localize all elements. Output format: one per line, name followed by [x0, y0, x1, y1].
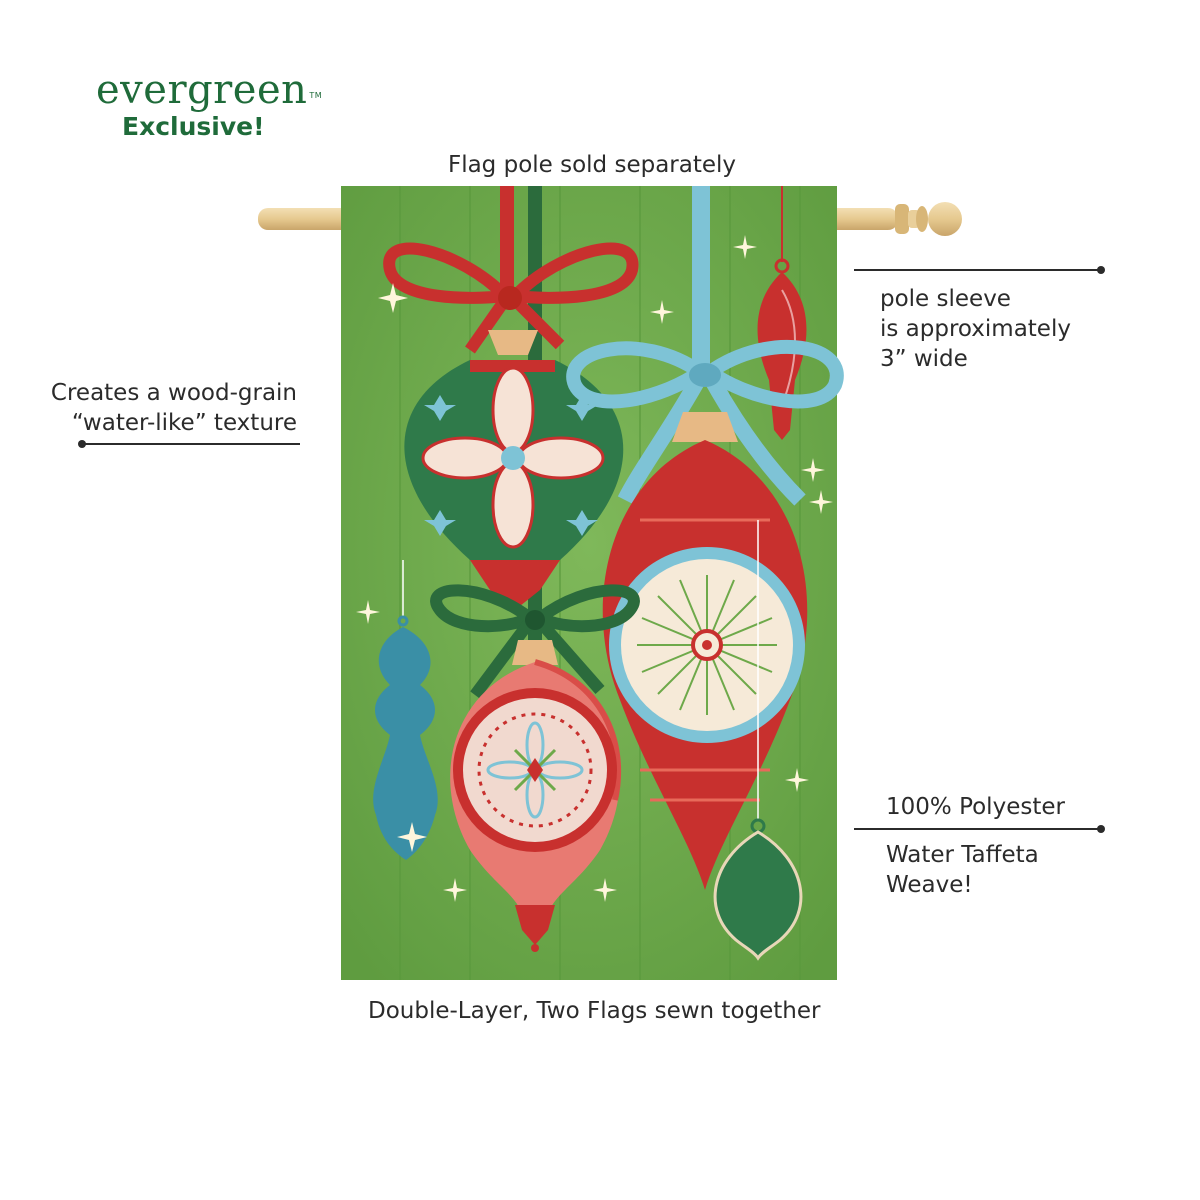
pink-ornament	[450, 640, 622, 952]
pole-note: Flag pole sold separately	[447, 152, 737, 178]
texture-note-line1: Creates a wood-grain	[50, 380, 297, 406]
texture-note-line2: “water-like” texture	[71, 410, 297, 436]
double-layer-note: Double-Layer, Two Flags sewn together	[368, 998, 821, 1024]
sleeve-note-line1: pole sleeve	[880, 286, 1011, 312]
weave-note-line1: Water Taffeta	[886, 842, 1039, 868]
brand-trademark: TM	[309, 91, 323, 100]
green-bow	[430, 584, 640, 699]
blue-ornament	[373, 560, 438, 860]
red-bow	[383, 242, 639, 354]
material-callout-dot	[1097, 825, 1105, 833]
sleeve-note-line2: is approximately	[880, 316, 1071, 342]
texture-note: Creates a wood-grain “water-like” textur…	[0, 378, 297, 438]
green-ornament	[404, 330, 624, 610]
sleeve-note-line3: 3” wide	[880, 346, 968, 372]
sparkles	[356, 235, 833, 902]
weave-note: Water Taffeta Weave!	[886, 840, 1126, 900]
brand-tagline: Exclusive!	[122, 112, 265, 141]
material-note: 100% Polyester	[886, 794, 1065, 820]
brand-name-text: evergreen	[96, 67, 308, 113]
material-callout-line	[854, 828, 1102, 830]
small-green-ornament	[713, 520, 803, 961]
blue-ribbon	[692, 186, 710, 371]
sleeve-note: pole sleeve is approximately 3” wide	[880, 284, 1140, 374]
sleeve-callout-dot	[1097, 266, 1105, 274]
texture-callout-line	[82, 443, 300, 445]
weave-note-line2: Weave!	[886, 872, 973, 898]
large-red-ornament	[602, 412, 808, 890]
sleeve-callout-line	[854, 269, 1102, 271]
red-ribbon	[500, 186, 514, 296]
blue-bow	[566, 339, 844, 506]
